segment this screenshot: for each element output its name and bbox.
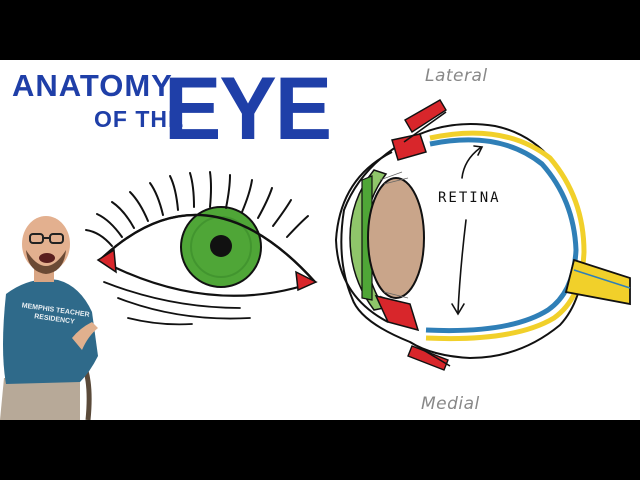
inner-corner-caruncle [96,248,117,274]
optic-nerve [564,258,631,306]
lens [367,177,425,299]
front-eye [85,171,318,326]
retina [425,137,579,334]
lower-creases [103,281,251,326]
label-lateral: Lateral [425,66,488,86]
pupil [210,235,232,257]
superior-muscle [391,133,427,161]
label-retina: RETINA [438,190,501,206]
presenter-legs [0,378,80,420]
upper-muscle-band [404,99,447,133]
retina-arrows [451,145,484,316]
diagram-svg [0,99,631,420]
presenter [0,216,98,420]
cornea [334,151,393,323]
eye-cross-section [334,99,631,371]
diagram-canvas: ANATOMY OF THE EYE [0,60,640,420]
lower-muscle-band [407,345,449,371]
eyelashes [85,171,309,247]
outer-corner [295,270,318,292]
inferior-muscle [374,294,420,332]
title-eye: EYE [164,60,332,159]
label-medial: Medial [421,394,480,414]
title-of-the: OF THE [94,106,185,132]
presenter-shirt [3,279,98,384]
choroid [425,130,587,342]
title-anatomy: ANATOMY [12,68,173,103]
presenter-head [22,216,70,272]
